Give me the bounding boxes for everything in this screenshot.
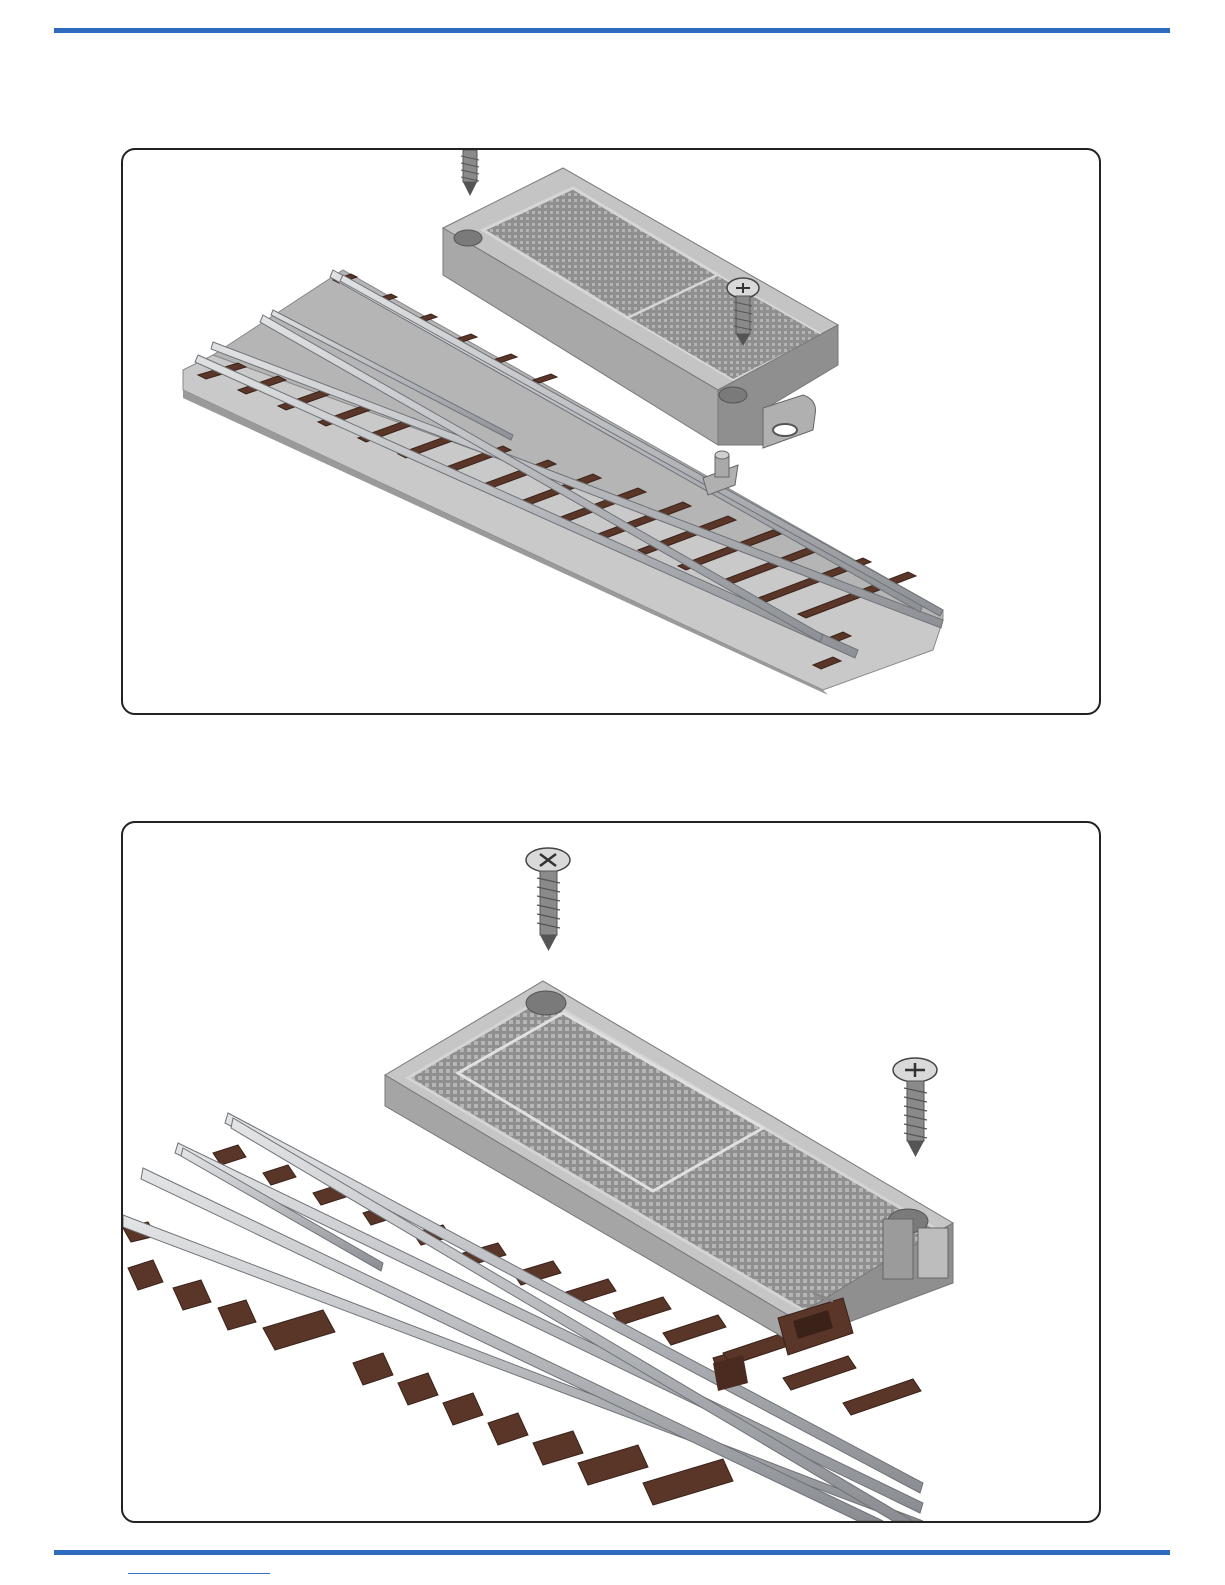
wood-screw (461, 150, 479, 196)
throw-bar-pin (703, 451, 738, 495)
wood-screw (893, 1058, 937, 1157)
footer-link-underline[interactable] (128, 1573, 270, 1574)
turnout-assembly-illustration-2 (123, 823, 1099, 1521)
header-rule (54, 28, 1170, 33)
wood-screw (526, 848, 570, 951)
illustration-panel-2 (121, 821, 1101, 1523)
turnout-assembly-illustration-1 (123, 150, 1099, 713)
illustration-panel-1 (121, 148, 1101, 715)
footer-rule (54, 1550, 1170, 1555)
